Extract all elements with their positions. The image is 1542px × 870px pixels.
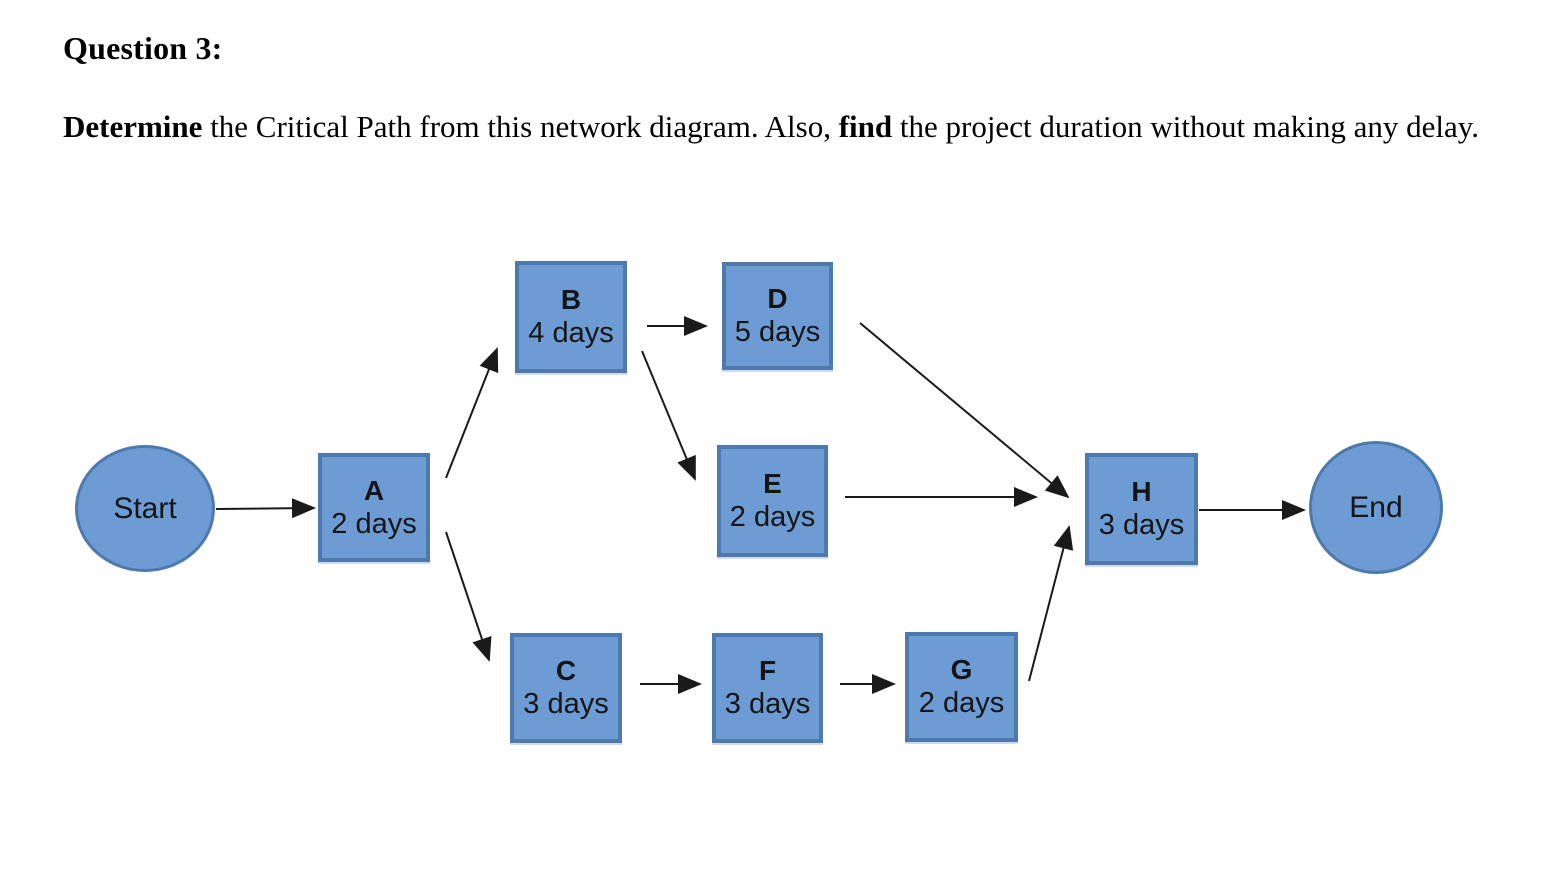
node-d-label: D bbox=[767, 283, 788, 314]
edge-g-h bbox=[1028, 525, 1074, 682]
prompt-segment: find bbox=[838, 109, 893, 144]
prompt-segment: Determine bbox=[63, 109, 203, 144]
node-e-label: E bbox=[763, 468, 782, 499]
prompt-segment: the Critical Path from this network diag… bbox=[202, 109, 839, 144]
node-g-duration: 2 days bbox=[918, 687, 1005, 719]
node-d-duration: 5 days bbox=[734, 316, 821, 348]
node-activity-b: B 4 days bbox=[515, 261, 627, 373]
edge-d-h bbox=[859, 322, 1070, 499]
node-start: Start bbox=[75, 445, 215, 572]
edge-start-a bbox=[215, 498, 316, 519]
node-c-duration: 3 days bbox=[523, 688, 609, 720]
node-activity-d: D 5 days bbox=[722, 262, 833, 370]
node-activity-e: E 2 days bbox=[717, 445, 828, 557]
node-end-label: End bbox=[1349, 490, 1403, 524]
node-f-label: F bbox=[758, 655, 777, 686]
node-start-label: Start bbox=[113, 491, 177, 525]
node-e-duration: 2 days bbox=[729, 501, 816, 533]
question-prompt: Determine the Critical Path from this ne… bbox=[63, 103, 1483, 151]
node-activity-a: A 2 days bbox=[318, 453, 430, 562]
node-activity-g: G 2 days bbox=[905, 632, 1018, 742]
node-f-duration: 3 days bbox=[724, 688, 811, 720]
node-end: End bbox=[1309, 441, 1443, 574]
question-title: Question 3: bbox=[63, 30, 223, 66]
node-b-label: B bbox=[560, 284, 582, 315]
node-h-label: H bbox=[1131, 476, 1152, 507]
node-g-label: G bbox=[950, 654, 973, 685]
node-h-duration: 3 days bbox=[1098, 509, 1185, 541]
edge-b-e bbox=[641, 350, 696, 481]
node-c-label: C bbox=[555, 655, 577, 686]
node-a-label: A bbox=[363, 474, 385, 506]
edge-a-c bbox=[445, 531, 492, 662]
node-activity-f: F 3 days bbox=[712, 633, 823, 743]
node-a-duration: 2 days bbox=[331, 507, 417, 540]
node-b-duration: 4 days bbox=[528, 317, 614, 349]
prompt-segment: the project duration without making any … bbox=[892, 109, 1479, 144]
node-activity-h: H 3 days bbox=[1085, 453, 1198, 565]
edge-a-b bbox=[445, 347, 499, 479]
node-activity-c: C 3 days bbox=[510, 633, 622, 743]
